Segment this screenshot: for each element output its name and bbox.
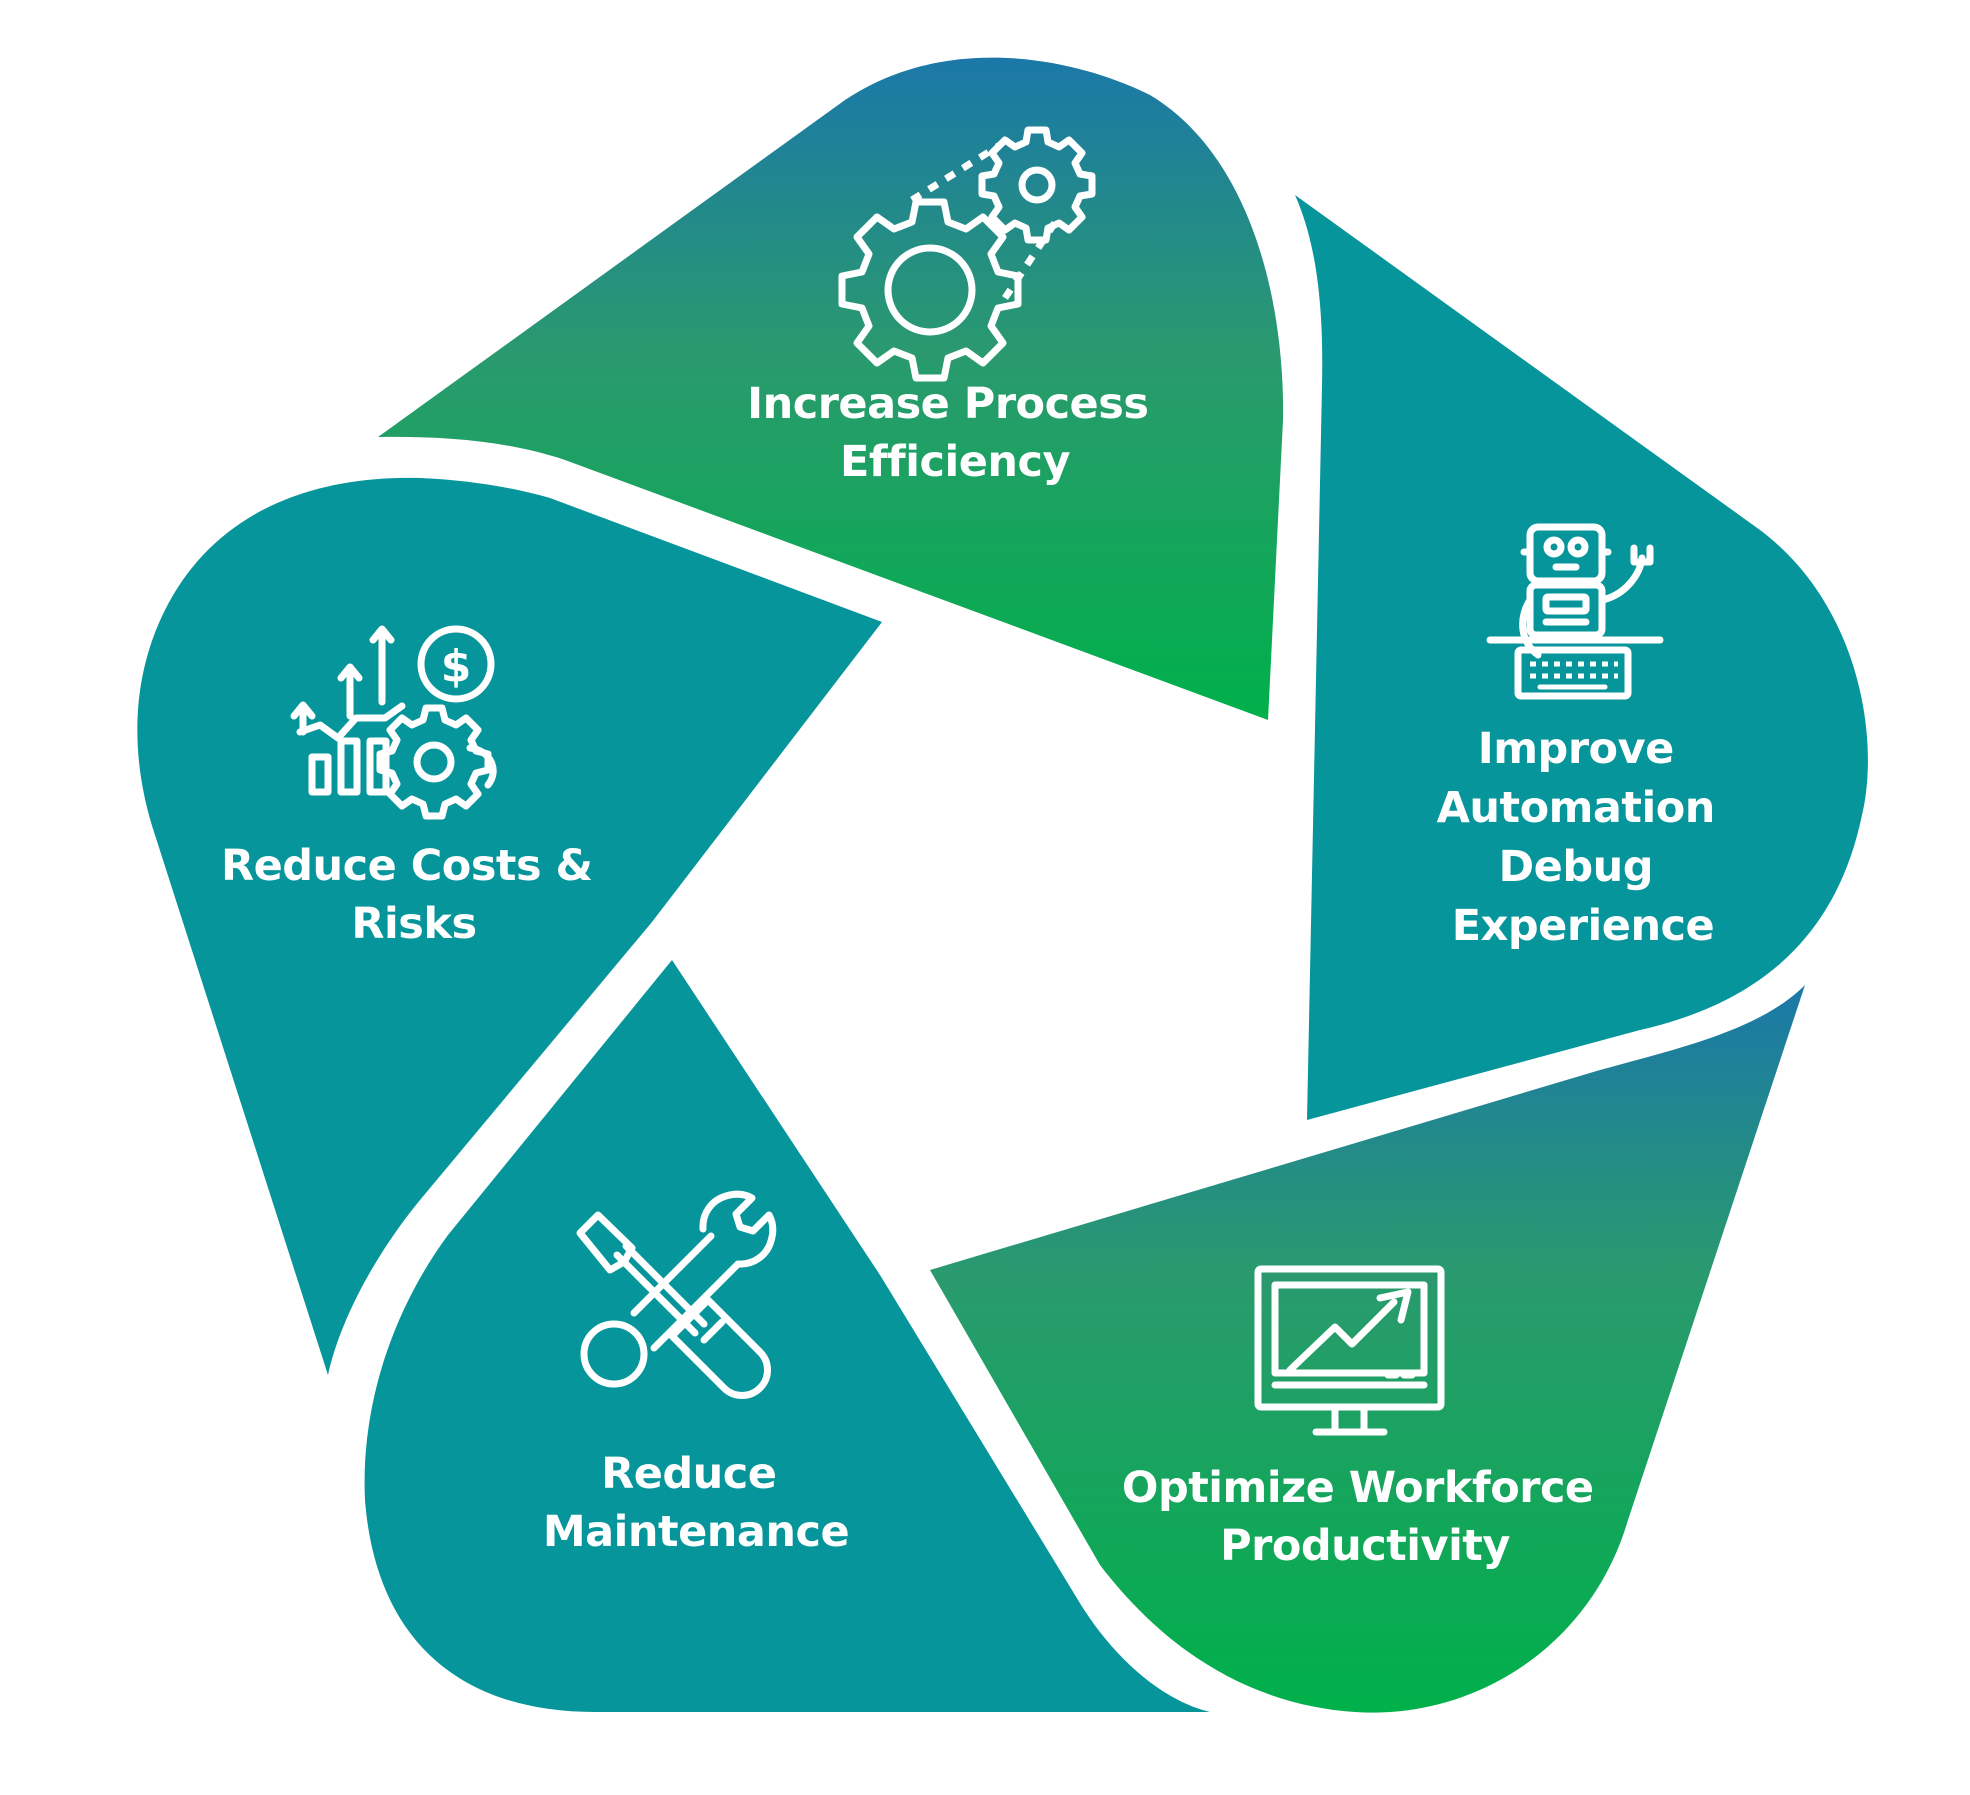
robot-keyboard-icon [1486,523,1664,700]
segment-bottom-right: Optimize Workforce Productivity [930,985,1805,1713]
segment-left-shape [137,477,882,1376]
segment-bottom-right-label-line-2: Productivity [1220,1521,1510,1571]
segment-top-label: Increase Process Efficiency [747,379,1163,487]
cost-growth-gear-icon: $ [290,625,497,820]
trend-line-icon [296,702,406,742]
growth-line-icon [1286,1298,1398,1374]
segment-left-label-line-1: Reduce Costs & [221,841,593,891]
segment-bottom-left-label-line-2: Maintenance [543,1507,849,1557]
segment-right: Improve Automation Debug Experience [1295,195,1868,1120]
screwdriver-handle-icon [668,1296,771,1399]
segment-bottom-left: Reduce Maintenance [364,960,1210,1712]
segment-bottom-right-label: Optimize Workforce Productivity [1122,1463,1608,1571]
small-gear-icon [978,126,1096,244]
segment-bottom-left-shape [364,960,1210,1712]
dollar-coin-icon [417,625,495,703]
segment-right-shape [1295,195,1868,1120]
segment-left: $ Reduce Costs & Risks [137,477,882,1376]
robot-body-icon [1526,581,1606,639]
segment-right-label-line-1: Improve [1478,724,1674,774]
segment-right-label: Improve Automation Debug Experience [1437,724,1730,951]
monitor-growth-chart-icon [1254,1265,1445,1436]
segment-top: Increase Process Efficiency [378,57,1284,721]
wrench-screwdriver-icon [576,1190,777,1399]
dollar-sign-icon: $ [441,641,472,692]
segment-right-label-line-4: Experience [1452,901,1714,951]
keyboard-icon [1514,646,1632,700]
bar-chart-icon [308,753,332,796]
monitor-icon [1254,1265,1445,1411]
screwdriver-tip-icon [576,1211,636,1274]
cog-icon [376,704,492,820]
wrench-icon [650,1190,777,1352]
segment-left-label: Reduce Costs & Risks [221,841,607,949]
gears-chain-icon [838,126,1096,382]
segment-left-label-line-2: Risks [351,899,476,949]
segment-bottom-right-shape [930,985,1805,1713]
segment-right-label-line-2: Automation [1437,783,1715,833]
segment-top-label-line-1: Increase Process [747,379,1148,429]
large-gear-icon [838,198,1022,382]
segment-top-label-line-2: Efficiency [840,437,1071,487]
segment-bottom-left-label-line-1: Reduce [601,1449,776,1499]
segment-bottom-right-label-line-1: Optimize Workforce [1122,1463,1594,1513]
segment-right-label-line-3: Debug [1498,842,1653,892]
segment-bottom-left-label: Reduce Maintenance [543,1449,849,1557]
